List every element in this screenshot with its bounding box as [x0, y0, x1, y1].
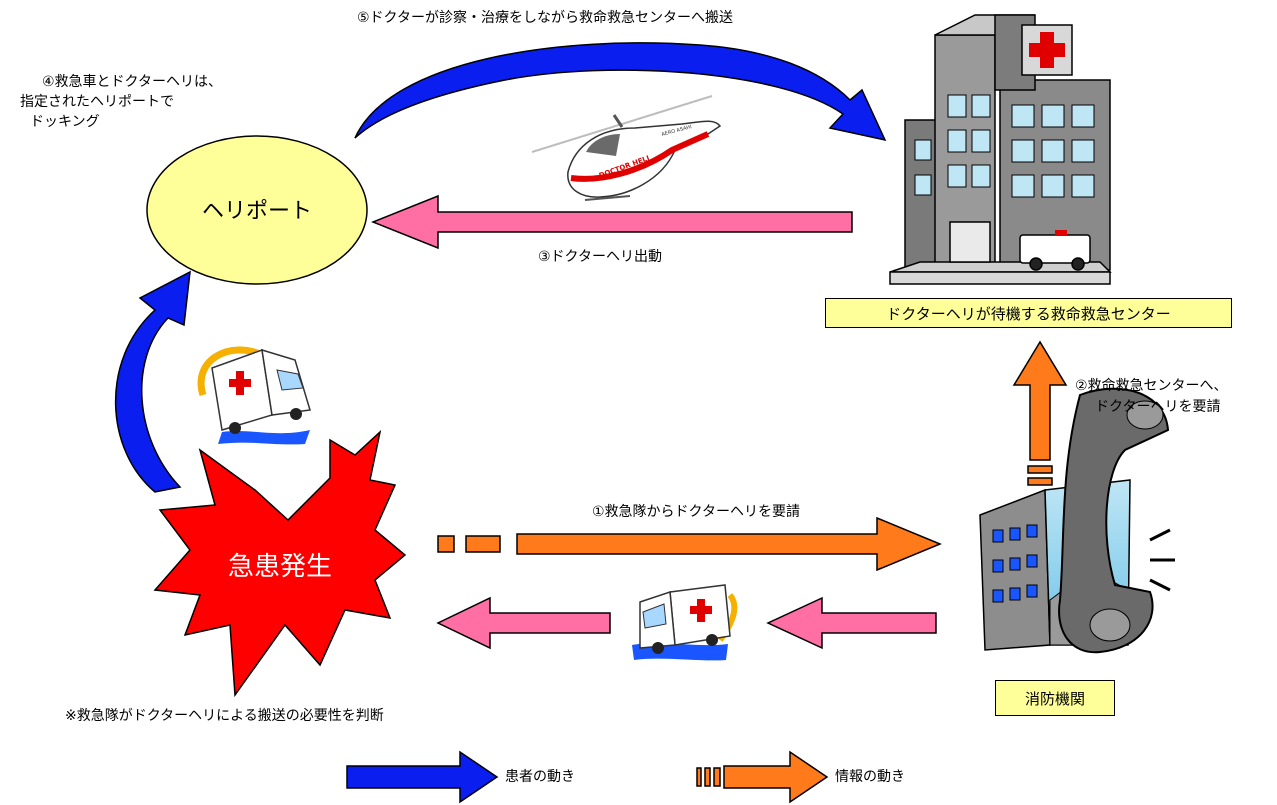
pink-arrow-bottom-right	[766, 596, 937, 650]
hospital-icon	[889, 14, 1112, 285]
emergency-label: 急患発生	[228, 552, 332, 582]
heliport-label: ヘリポート	[202, 199, 312, 224]
blue-arrow-left	[114, 270, 191, 493]
legend-patient-arrow	[346, 750, 499, 804]
pink-arrow-top	[370, 194, 853, 250]
step2-line1: ②救命救急センターへ、	[1075, 378, 1228, 394]
emergency-burst	[153, 429, 407, 698]
ambulance-bottom-icon	[632, 584, 738, 661]
legend-info-label: 情報の動き	[835, 769, 905, 785]
legend-info-arrow	[696, 750, 829, 804]
pink-arrow-bottom-left	[436, 596, 611, 650]
step1-label: ①救急隊からドクターヘリを要請	[592, 504, 800, 520]
center-label: ドクターヘリが待機する救命救急センター	[825, 298, 1232, 328]
blue-arrow-top	[354, 42, 887, 142]
step4-line1: ④救急車とドクターヘリは、	[42, 74, 222, 90]
fire-department-icon	[979, 387, 1175, 654]
step2-line2: ドクターヘリを要請	[1095, 399, 1221, 415]
step4-line3: ドッキング	[30, 114, 100, 130]
ambulance-left-icon	[197, 346, 311, 445]
heliport-ellipse	[146, 135, 368, 285]
orange-arrow-vertical	[1012, 340, 1068, 486]
legend-patient-label: 患者の動き	[505, 769, 575, 785]
step5-label: ⑤ドクターが診察・治療をしながら救命救急センターへ搬送	[357, 10, 733, 26]
helicopter-icon: DOCTOR HELI AERO ASAHI	[531, 95, 722, 201]
step4-line2: 指定されたヘリポートで	[20, 94, 174, 110]
note-label: ※救急隊がドクターヘリによる搬送の必要性を判断	[65, 708, 384, 724]
step3-label: ③ドクターヘリ出動	[538, 249, 662, 265]
fire-dept-label: 消防機関	[995, 680, 1115, 716]
orange-arrow-horizontal	[437, 516, 942, 572]
